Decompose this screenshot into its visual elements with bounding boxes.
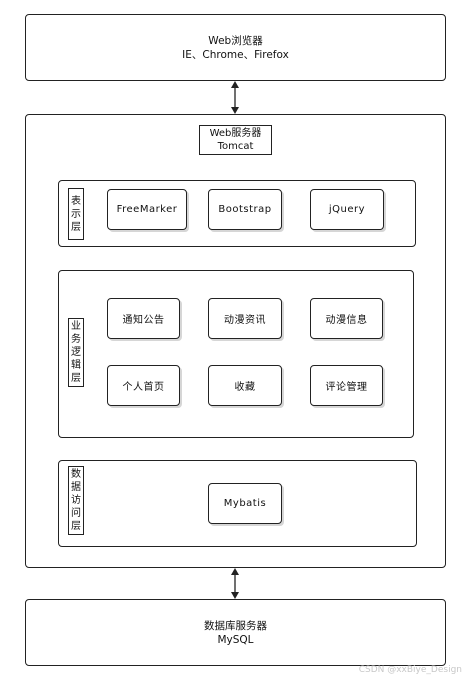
component-label: 动漫资讯 xyxy=(224,315,266,326)
component-label: jQuery xyxy=(328,204,366,215)
label-char: 务 xyxy=(71,334,81,345)
anime-news-component: 动漫资讯 xyxy=(208,298,282,339)
web-server-label: Web服务器 Tomcat xyxy=(199,125,272,155)
label-char: 逻 xyxy=(71,347,81,358)
component-label: 动漫信息 xyxy=(325,315,368,326)
db-server-name: MySQL xyxy=(217,633,254,646)
web-browser-list: IE、Chrome、Firefox xyxy=(182,48,289,61)
component-label: FreeMarker xyxy=(116,204,178,215)
notice-component: 通知公告 xyxy=(107,298,180,339)
label-char: 层 xyxy=(71,521,81,532)
component-label: 收藏 xyxy=(234,382,256,393)
label-char: 层 xyxy=(71,221,81,233)
browser-server-arrow xyxy=(231,81,239,114)
web-server-name: Tomcat xyxy=(217,141,254,152)
bootstrap-component: Bootstrap xyxy=(208,189,282,230)
label-char: 业 xyxy=(71,321,81,332)
freemarker-component: FreeMarker xyxy=(107,189,187,230)
label-char: 访 xyxy=(71,495,81,506)
presentation-layer-label: 表 示 层 xyxy=(68,188,84,240)
watermark: CSDN @xxBiye_Design xyxy=(358,665,462,675)
db-server-title: 数据库服务器 xyxy=(204,619,267,632)
component-label: 评论管理 xyxy=(325,382,368,393)
jquery-component: jQuery xyxy=(310,189,384,230)
component-label: 个人首页 xyxy=(122,382,165,393)
label-char: 示 xyxy=(71,208,81,220)
business-layer xyxy=(58,270,414,438)
label-char: 数 xyxy=(71,469,81,480)
label-char: 层 xyxy=(71,373,81,384)
home-page-component: 个人首页 xyxy=(107,365,180,406)
component-label: Mybatis xyxy=(223,498,267,509)
anime-info-component: 动漫信息 xyxy=(310,298,383,339)
db-server-box: 数据库服务器 MySQL xyxy=(25,599,446,666)
component-label: Bootstrap xyxy=(218,204,272,215)
business-layer-label: 业 务 逻 辑 层 xyxy=(68,318,84,387)
web-server-title: Web服务器 xyxy=(209,128,262,139)
label-char: 表 xyxy=(71,195,81,207)
comment-manage-component: 评论管理 xyxy=(310,365,383,406)
mybatis-component: Mybatis xyxy=(208,483,282,524)
server-db-arrow xyxy=(231,568,239,599)
label-char: 据 xyxy=(71,482,81,493)
data-access-layer-label: 数 据 访 问 层 xyxy=(68,466,84,535)
label-char: 辑 xyxy=(71,360,81,371)
web-browser-box: Web浏览器 IE、Chrome、Firefox xyxy=(25,14,446,81)
component-label: 通知公告 xyxy=(122,315,165,326)
web-browser-title: Web浏览器 xyxy=(208,34,263,47)
label-char: 问 xyxy=(71,508,81,519)
favorites-component: 收藏 xyxy=(208,365,282,406)
